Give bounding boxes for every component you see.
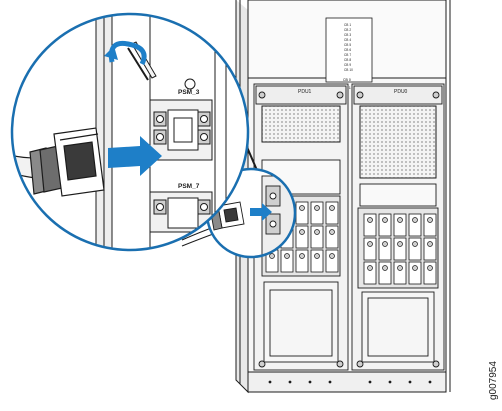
connector-slot — [408, 261, 422, 285]
breaker-label-line: CB 7 — [344, 53, 351, 57]
connector-slot — [378, 237, 392, 261]
breaker-label-line: CB 5 — [344, 43, 351, 47]
power-cord-plug-icon — [12, 127, 105, 197]
connector-slot — [363, 237, 377, 261]
big-detail-callout — [10, 12, 250, 252]
connector-screw — [397, 217, 403, 223]
connector-screw — [314, 229, 320, 235]
connector-slot — [408, 213, 422, 237]
connector-screw — [314, 205, 320, 211]
connector-screw — [299, 229, 305, 235]
connector-screw — [299, 205, 305, 211]
breaker-label-line: CB 10 — [344, 68, 353, 72]
connector-screw — [412, 217, 418, 223]
connector-slot — [325, 225, 339, 249]
connector-slot — [393, 261, 407, 285]
psm-lower-label: PSM_7 — [178, 183, 200, 190]
connector-screw — [284, 253, 290, 259]
connector-slot — [423, 237, 437, 261]
connector-screw — [329, 229, 335, 235]
insert-arrow-small-icon — [250, 203, 272, 221]
figure-id: g007954 — [488, 361, 499, 400]
connector-screw — [367, 217, 373, 223]
connector-slot — [408, 237, 422, 261]
breaker-label-line: CB 6 — [344, 48, 351, 52]
connector-screw — [329, 205, 335, 211]
breaker-label-line: CB 9 — [344, 63, 351, 67]
rotate-arrow-icon — [104, 40, 147, 66]
connector-slot — [363, 213, 377, 237]
base-screws — [268, 380, 432, 384]
breaker-label-panel: CB 1CB 2CB 3CB 4CB 5CB 6CB 7CB 8CB 9CB 1… — [325, 17, 373, 90]
connector-screw — [397, 265, 403, 271]
connector-screw — [382, 241, 388, 247]
connector-screw — [397, 241, 403, 247]
connector-screw — [329, 253, 335, 259]
connector-slot — [295, 249, 309, 273]
connector-slot — [310, 249, 324, 273]
pdu-right-connectors — [363, 213, 437, 285]
connector-screw — [427, 241, 433, 247]
connector-screw — [412, 241, 418, 247]
connector-screw — [314, 253, 320, 259]
connector-screw — [412, 265, 418, 271]
connector-slot — [310, 201, 324, 225]
connector-screw — [367, 265, 373, 271]
connector-screw — [427, 217, 433, 223]
pdu-left-label: PDU1 — [298, 89, 312, 95]
connector-slot — [393, 237, 407, 261]
breaker-label-line: CB 1 — [344, 23, 351, 27]
connector-screw — [427, 265, 433, 271]
connector-slot — [310, 225, 324, 249]
breaker-label-line: CB 2 — [344, 28, 351, 32]
connector-slot — [393, 213, 407, 237]
connector-slot — [363, 261, 377, 285]
connector-slot — [423, 213, 437, 237]
connector-slot — [295, 225, 309, 249]
connector-slot — [325, 201, 339, 225]
connector-screw — [382, 217, 388, 223]
panel-label-cb0: CB 0 — [343, 78, 351, 82]
connector-slot — [325, 249, 339, 273]
connector-screw — [367, 241, 373, 247]
small-detail-callout — [205, 167, 297, 259]
connector-slot — [280, 249, 294, 273]
connector-slot — [378, 261, 392, 285]
breaker-label-line: CB 3 — [344, 33, 351, 37]
connector-screw — [269, 253, 275, 259]
psm-upper-label: PSM_3 — [178, 89, 200, 96]
insert-arrow-large-icon — [108, 136, 162, 176]
connector-slot — [378, 213, 392, 237]
connector-screw — [382, 265, 388, 271]
breaker-label-line: CB 8 — [344, 58, 351, 62]
connector-screw — [299, 253, 305, 259]
pdu-right-label: PDU0 — [394, 89, 408, 95]
connector-slot — [423, 261, 437, 285]
breaker-label-line: CB 4 — [344, 38, 351, 42]
